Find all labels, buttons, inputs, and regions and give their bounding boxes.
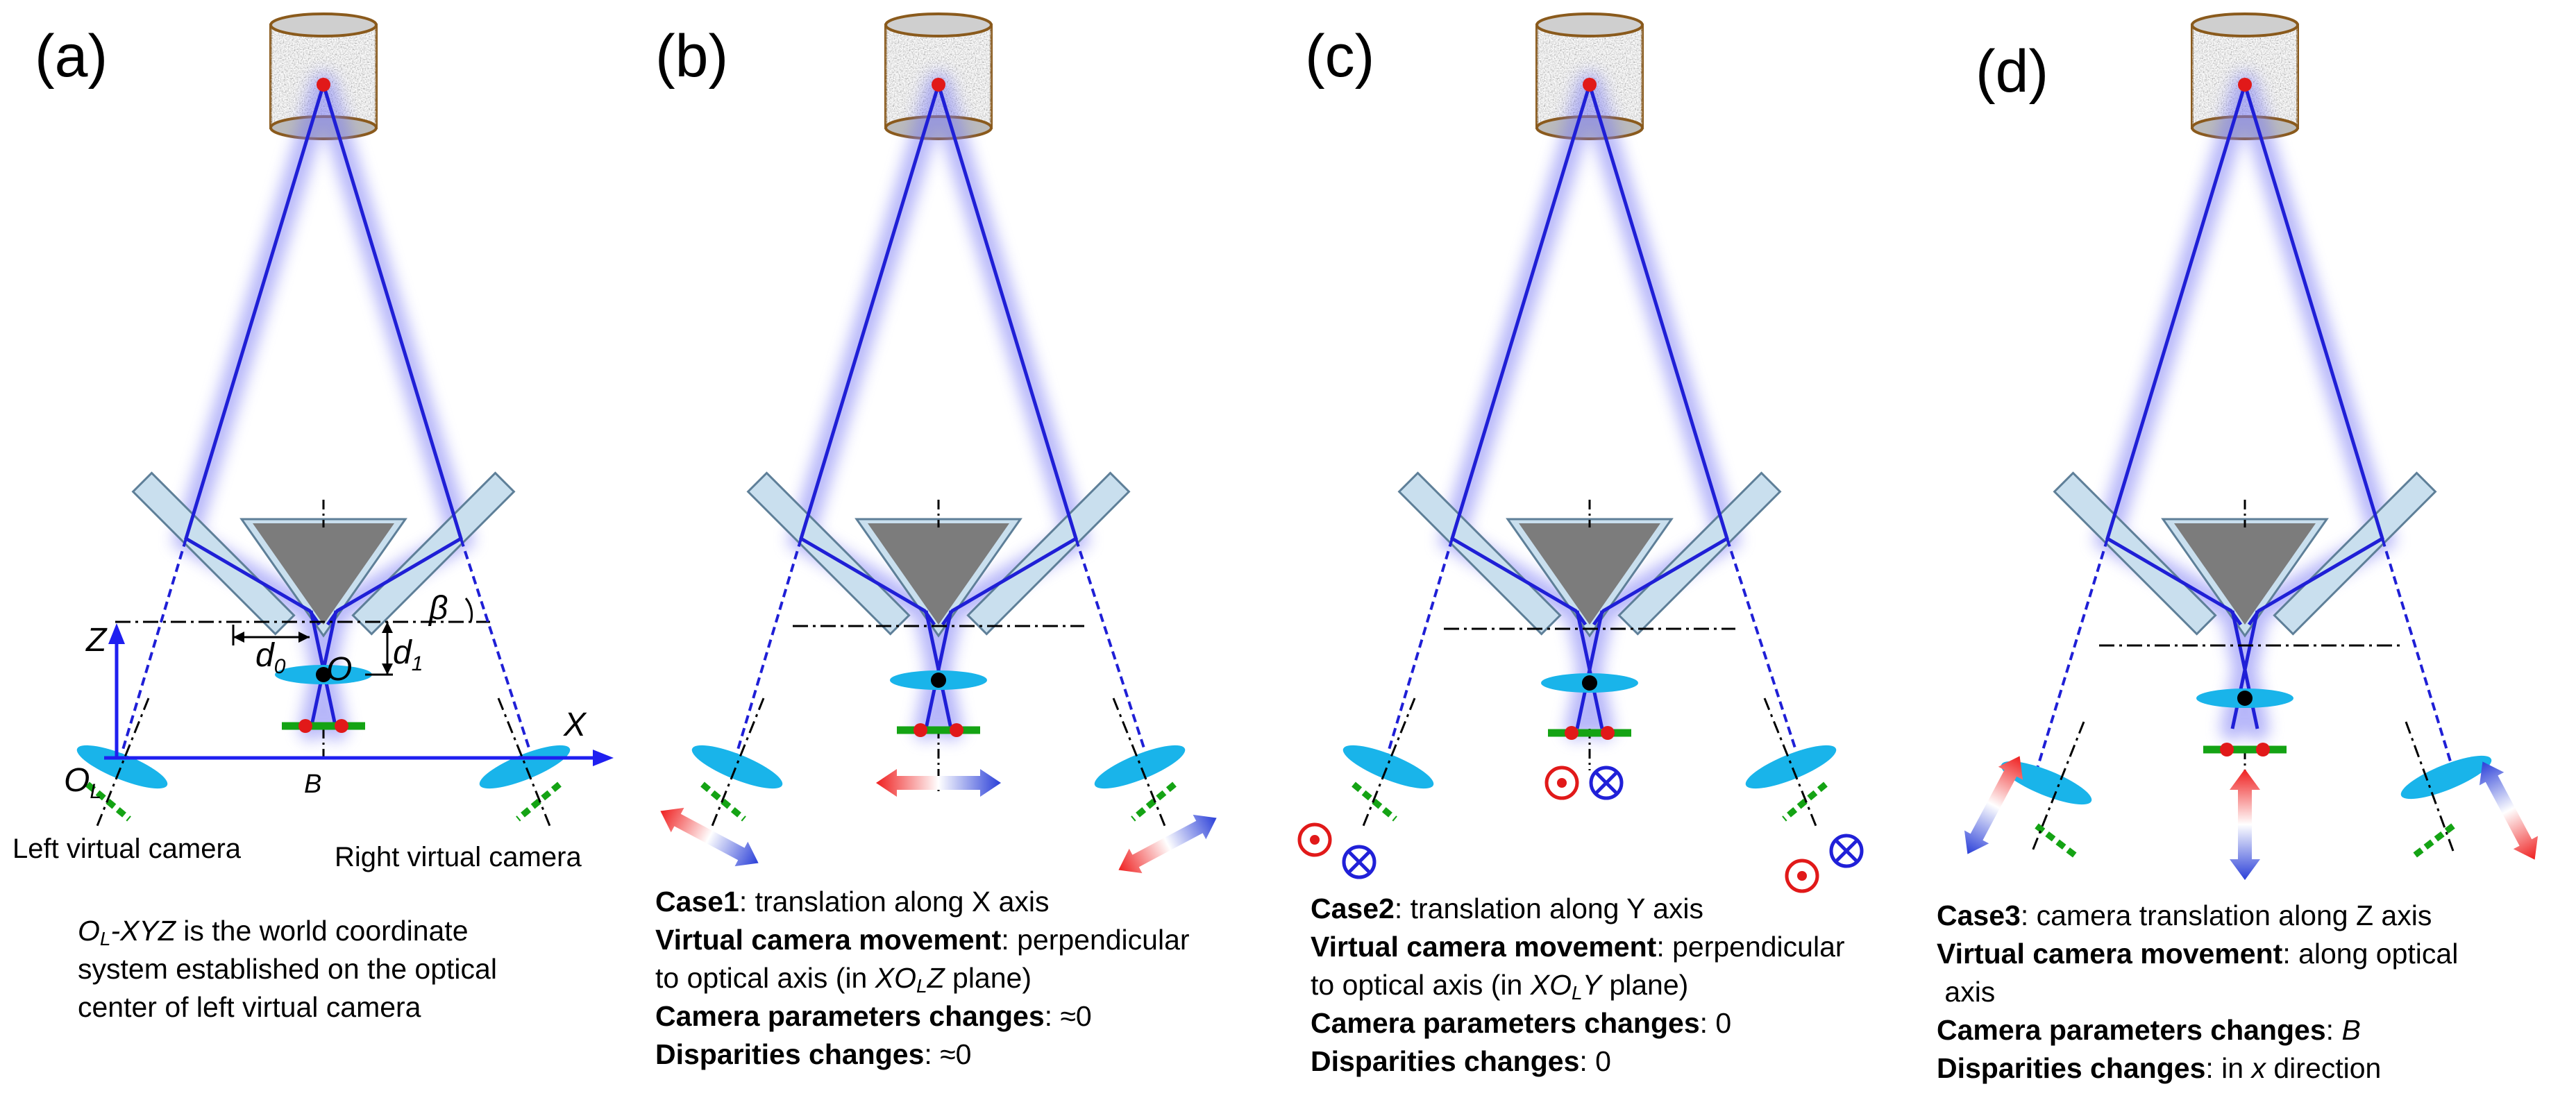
caption-c: Case2: translation along Y axis Virtual … — [1311, 890, 1845, 1081]
caption-b-movement: Virtual camera movement: perpendicular — [655, 924, 1190, 956]
left-virtual-lens — [76, 745, 168, 789]
caption-b-case: Case1: translation along X axis — [655, 886, 1050, 918]
caption-d-movement-2: axis — [1937, 976, 1996, 1008]
z-axis-label: Z — [85, 622, 108, 659]
cross-symbol-center — [1589, 766, 1624, 800]
caption-d-disparities: Disparities changes: in x direction — [1937, 1052, 2382, 1084]
right-camera-move-arrow — [1118, 814, 1217, 874]
cross-symbol-left — [1342, 845, 1377, 879]
x-translation-arrow — [876, 769, 1001, 797]
caption-b-movement-2: to optical axis (in XOLZ plane) — [655, 962, 1032, 997]
optical-setup-b — [660, 14, 1217, 874]
caption-c-movement: Virtual camera movement: perpendicular — [1311, 931, 1845, 963]
caption-b-disparities: Disparities changes: ≈0 — [655, 1038, 972, 1070]
left-camera-label: Left virtual camera — [12, 834, 242, 864]
panel-label-c: (c) — [1305, 23, 1374, 90]
d0-label: d0 — [255, 637, 286, 678]
baseline-label: B — [304, 770, 321, 799]
caption-b: Case1: translation along X axis Virtual … — [655, 883, 1190, 1074]
caption-a-line2: system established on the optical — [78, 953, 497, 985]
point-o-label: O — [326, 651, 352, 688]
world-axes — [104, 623, 614, 766]
left-camera-move-arrow — [660, 807, 759, 867]
caption-c-movement-2: to optical axis (in XOLY plane) — [1311, 969, 1689, 1004]
optical-setup-d — [1964, 14, 2539, 880]
right-camera-label: Right virtual camera — [335, 842, 582, 872]
right-virtual-lens — [479, 745, 571, 789]
caption-d-movement: Virtual camera movement: along optical — [1937, 938, 2459, 970]
caption-c-disparities: Disparities changes: 0 — [1311, 1045, 1611, 1077]
panel-c: (c) — [1297, 14, 1864, 893]
panel-d: (d) — [1964, 14, 2539, 880]
panel-label-a: (a) — [35, 23, 108, 90]
caption-d-case: Case3: camera translation along Z axis — [1937, 899, 2432, 931]
x-axis-label: X — [563, 707, 587, 743]
caption-c-params: Camera parameters changes: 0 — [1311, 1007, 1732, 1039]
caption-a: OL-XYZ is the world coordinate system es… — [78, 912, 497, 1026]
dot-symbol-left — [1297, 822, 1332, 857]
optical-setup-c — [1297, 14, 1864, 893]
caption-d: Case3: camera translation along Z axis V… — [1937, 897, 2458, 1088]
origin-label: OL — [64, 762, 101, 803]
left-camera-z-arrow — [1964, 756, 2023, 854]
dot-symbol-center — [1544, 766, 1579, 800]
z-translation-arrow — [2230, 769, 2260, 880]
caption-a-line1: OL-XYZ is the world coordinate — [78, 915, 469, 949]
caption-c-case: Case2: translation along Y axis — [1311, 893, 1704, 924]
caption-d-params: Camera parameters changes: B — [1937, 1014, 2361, 1046]
cross-symbol-right — [1829, 834, 1864, 868]
panel-label-d: (d) — [1976, 38, 2048, 105]
d1-label: d1 — [393, 634, 423, 675]
optical-setup-a — [76, 14, 571, 827]
caption-a-line3: center of left virtual camera — [78, 991, 421, 1023]
panel-label-b: (b) — [655, 23, 728, 90]
right-camera-z-arrow — [2479, 761, 2539, 860]
panel-b: (b) — [655, 14, 1217, 874]
caption-b-params: Camera parameters changes: ≈0 — [655, 1000, 1092, 1032]
beta-label: β — [428, 590, 448, 627]
dot-symbol-right — [1785, 859, 1819, 893]
panel-a: (a) — [12, 14, 614, 872]
